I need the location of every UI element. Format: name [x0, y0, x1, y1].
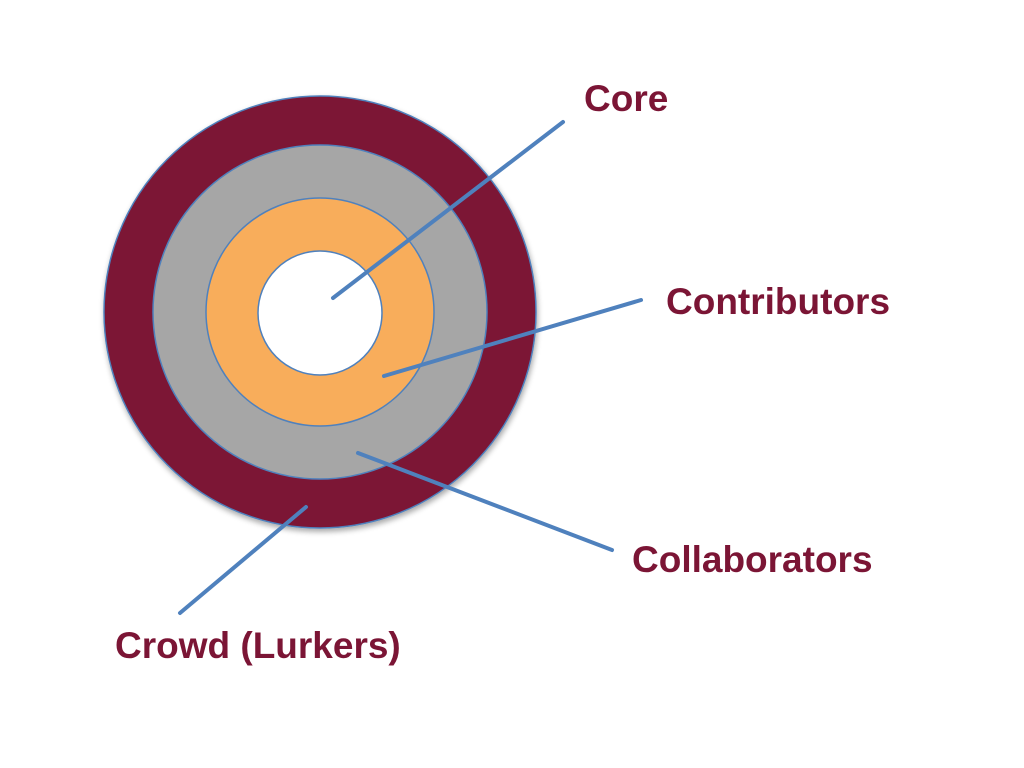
connector-contributors — [382, 298, 643, 378]
label-crowd: Crowd (Lurkers) — [115, 625, 401, 666]
label-contributors: Contributors — [666, 281, 891, 322]
connector-crowd — [178, 505, 308, 615]
connector-collaborators — [356, 451, 614, 552]
core-circle — [257, 250, 383, 376]
connector-core — [331, 120, 565, 300]
label-core: Core — [584, 78, 669, 119]
label-collaborators: Collaborators — [632, 539, 873, 580]
